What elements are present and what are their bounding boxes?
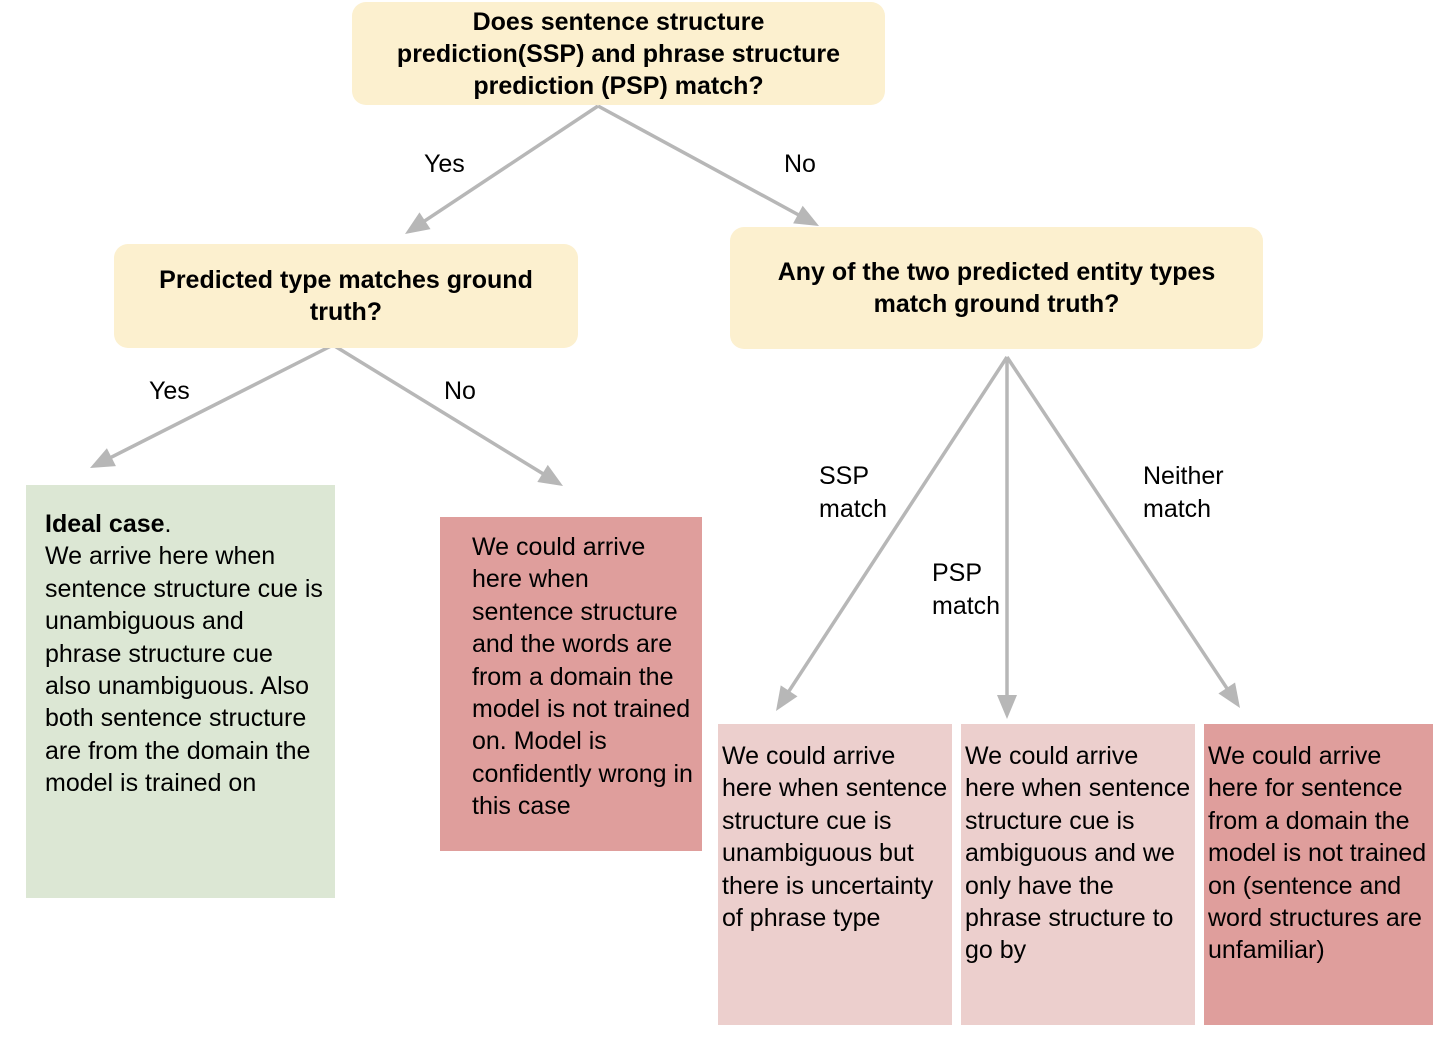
leaf-neither-match: We could arrive here for sentence from a… (1204, 724, 1433, 1025)
edge-root-yes-line (422, 104, 599, 224)
ideal-case-text: We arrive here when sentence structure c… (45, 542, 323, 798)
neither-match-text: We could arrive here for sentence from a… (1208, 742, 1427, 965)
edge-label-root-no: No (784, 150, 816, 178)
leaf-psp-match: We could arrive here when sentence struc… (961, 724, 1195, 1025)
leaf-ideal-case: Ideal case. We arrive here when sentence… (26, 485, 335, 898)
edge-right-ssp-arrowhead (776, 685, 798, 711)
leaf-ssp-match: We could arrive here when sentence struc… (718, 724, 952, 1025)
edge-label-root-yes: Yes (424, 150, 465, 178)
edge-right-ssp-line (786, 356, 1009, 694)
edge-right-psp-arrowhead (997, 695, 1017, 719)
edge-root-no-line (597, 104, 801, 218)
left-decision-node: Predicted type matches ground truth? (114, 244, 578, 348)
edge-label-left-no: No (444, 377, 476, 405)
right-decision-node: Any of the two predicted entity types ma… (730, 227, 1263, 349)
edge-root-no-arrowhead (793, 205, 819, 226)
edge-right-neither-arrowhead (1218, 682, 1240, 708)
edge-label-psp-match: PSP match (932, 559, 1001, 620)
edge-root-yes-arrowhead (405, 212, 431, 234)
edge-right-psp (997, 357, 1017, 719)
edge-left-yes-arrowhead (90, 448, 116, 468)
edge-label-neither-match: Neither match (1143, 462, 1224, 523)
psp-match-text: We could arrive here when sentence struc… (965, 742, 1191, 965)
ideal-case-title-period: . (164, 510, 172, 538)
edge-root-no (597, 104, 819, 226)
leaf-confidently-wrong: We could arrive here when sentence struc… (440, 517, 702, 851)
edge-right-neither-line (1005, 356, 1230, 691)
edge-label-ssp-match: SSP match (819, 462, 888, 523)
edge-left-no (332, 343, 563, 486)
right-decision-text: Any of the two predicted entity types ma… (777, 258, 1216, 318)
edge-left-yes-line (108, 343, 334, 460)
edge-root-yes (405, 104, 599, 234)
confidently-wrong-text: We could arrive here when sentence struc… (472, 533, 693, 821)
edge-left-no-arrowhead (537, 464, 563, 486)
edge-right-neither (1005, 356, 1240, 708)
root-decision-text: Does sentence structure prediction(SSP) … (396, 7, 841, 100)
edge-left-no-line (332, 343, 546, 476)
ideal-case-title: Ideal case (45, 510, 165, 538)
root-decision-node: Does sentence structure prediction(SSP) … (352, 2, 885, 105)
edge-left-yes (90, 343, 334, 468)
edge-right-ssp (776, 356, 1009, 711)
edge-label-left-yes: Yes (149, 377, 190, 405)
left-decision-text: Predicted type matches ground truth? (159, 266, 533, 326)
ssp-match-text: We could arrive here when sentence struc… (722, 742, 948, 933)
